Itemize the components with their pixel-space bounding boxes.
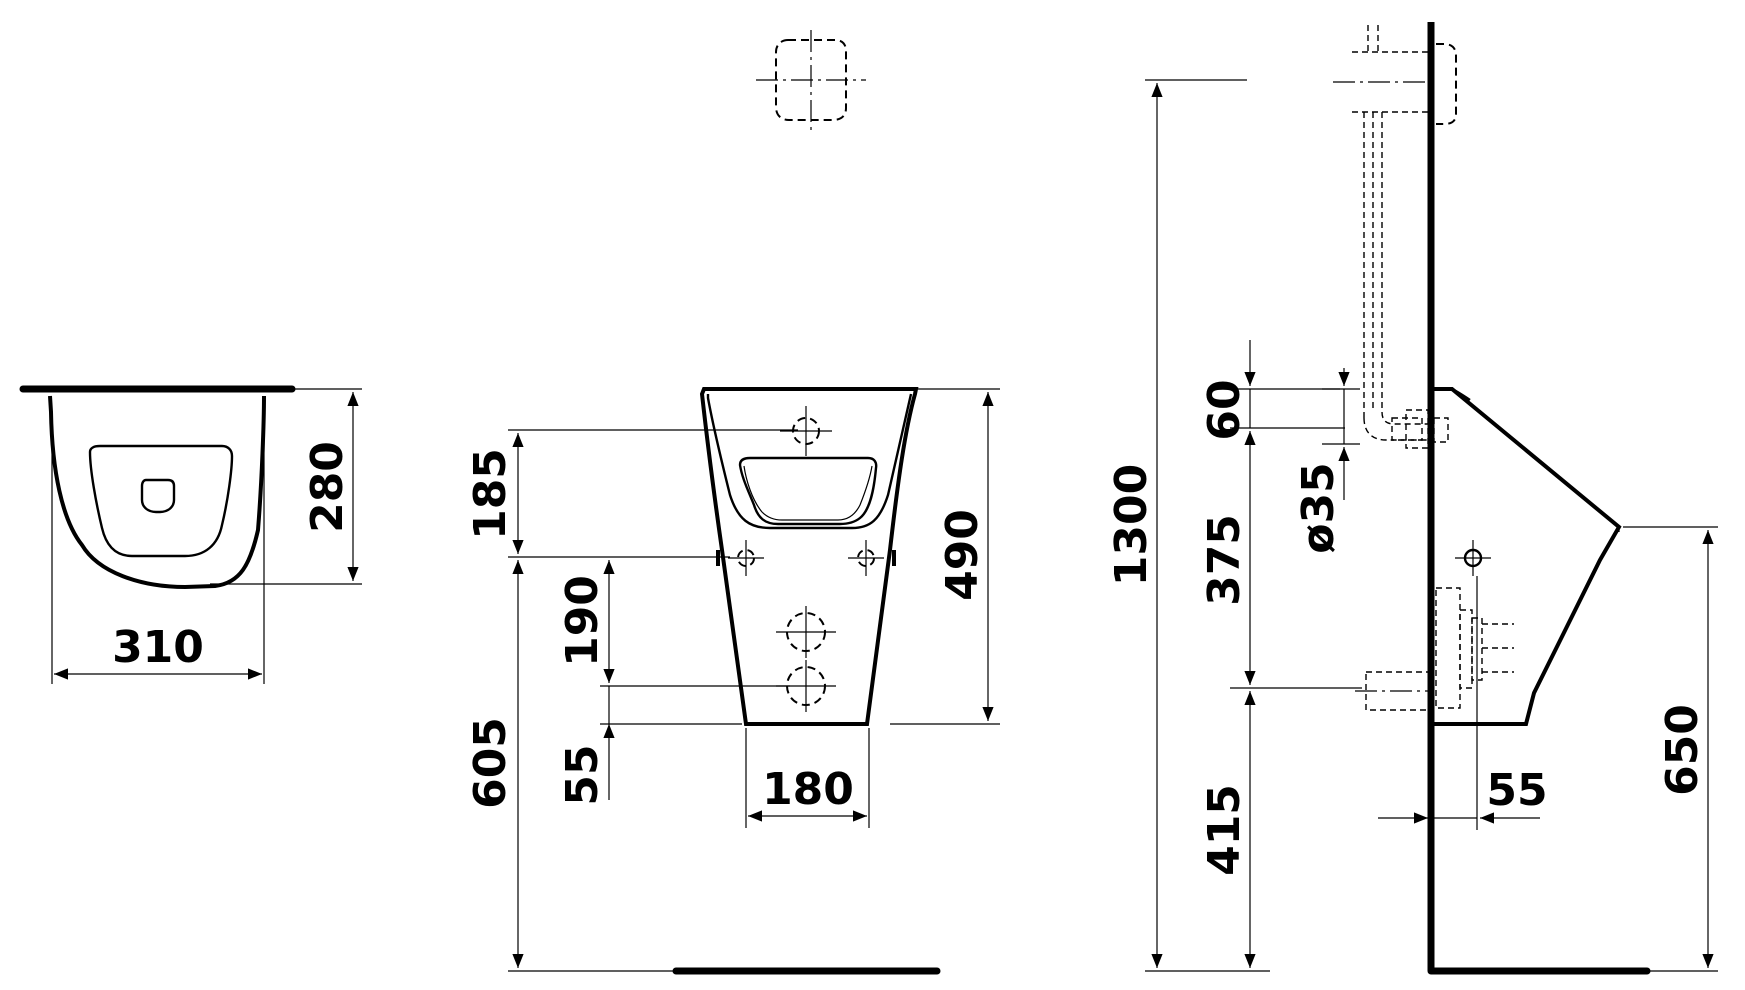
front-view: 185 605 190 55 490 180 <box>465 30 1000 975</box>
bowl-outline-top <box>48 395 266 590</box>
dim-label-650: 650 <box>1657 704 1708 796</box>
dim-label-d35: ø35 <box>1293 462 1344 553</box>
fixing-point-right <box>848 540 896 576</box>
dim-label-190: 190 <box>557 575 608 667</box>
dim-label-55-front: 55 <box>557 744 608 805</box>
inlet-hole-front <box>780 406 832 456</box>
dim-label-185: 185 <box>465 448 516 540</box>
dim-label-55-side: 55 <box>1486 765 1547 816</box>
urinal-front-bowl <box>738 456 878 526</box>
fixing-point-left <box>716 540 764 576</box>
bowl-inner-top <box>88 444 234 558</box>
top-view: 310 280 <box>19 385 362 684</box>
dim-label-375: 375 <box>1199 514 1250 606</box>
outlet-hole-upper <box>776 606 836 658</box>
urinal-front-outline <box>699 387 919 726</box>
inlet-symbol-top <box>775 39 847 121</box>
dim-label-490: 490 <box>937 509 988 601</box>
urinal-side-outline <box>1434 387 1622 726</box>
dim-label-415: 415 <box>1199 784 1250 876</box>
supply-pipe <box>1333 25 1457 449</box>
dim-label-605: 605 <box>465 717 516 809</box>
urinal-front-rim <box>706 393 913 530</box>
dim-label-60: 60 <box>1199 379 1250 440</box>
waste-outlet <box>1355 587 1514 711</box>
dim-label-180: 180 <box>762 764 854 815</box>
drain-symbol-top <box>140 478 176 514</box>
dim-label-310: 310 <box>112 622 204 673</box>
side-fixing-point <box>1455 540 1491 576</box>
dim-label-1300: 1300 <box>1106 464 1157 586</box>
dim-label-280: 280 <box>302 441 353 533</box>
side-view: 1300 60 ø35 375 415 650 55 <box>1106 22 1718 975</box>
